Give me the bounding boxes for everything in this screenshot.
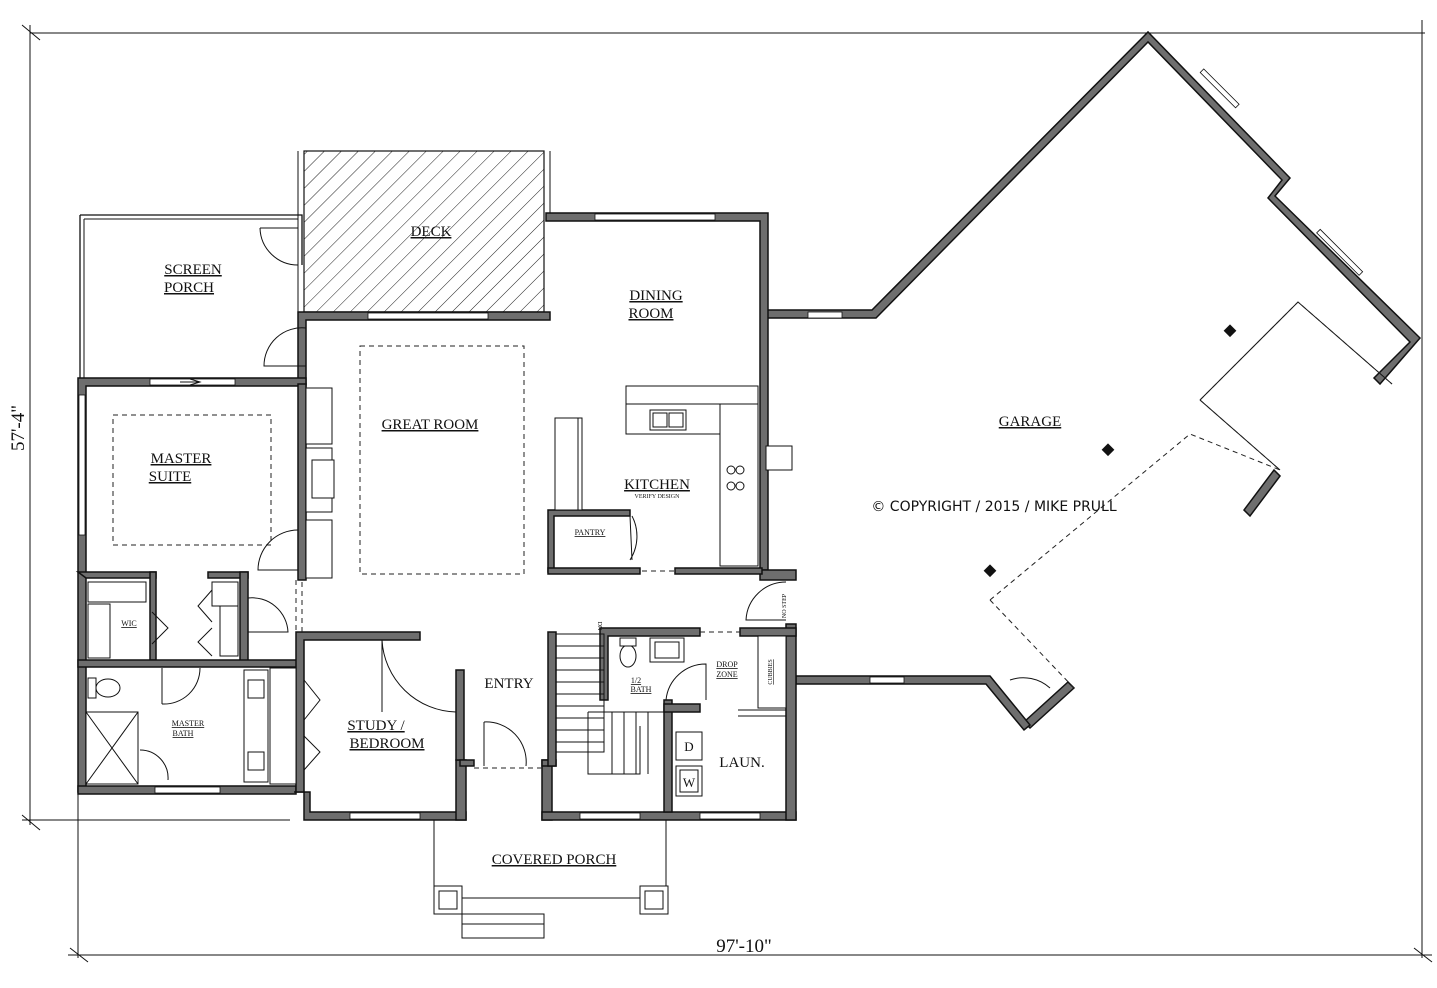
label-dining-1: DINING (629, 288, 682, 304)
label-no-step: NO STEP (782, 593, 788, 618)
label-screen-porch-1: SCREEN (164, 262, 222, 278)
label-covered-porch: COVERED PORCH (492, 852, 617, 868)
label-master-bath-1: MASTER (172, 719, 205, 728)
master-suite-fixtures (85, 378, 321, 785)
label-drop-zone-2: ZONE (716, 670, 737, 679)
label-half-bath-1: 1/2 (631, 676, 641, 685)
label-wic: WIC (121, 619, 137, 628)
label-deck: DECK (411, 224, 452, 240)
label-dining-2: ROOM (628, 306, 673, 322)
label-garage: GARAGE (999, 414, 1062, 430)
label-pantry: PANTRY (575, 528, 606, 537)
interior-walls (75, 383, 797, 813)
dimension-lines (21, 20, 1433, 963)
label-kitchen: KITCHEN (624, 477, 690, 493)
garage-walls (763, 30, 1422, 732)
service-fixtures (619, 581, 787, 797)
label-kitchen-note: VERIFY DESIGN (635, 494, 681, 500)
label-master-1: MASTER (151, 451, 212, 467)
label-laundry: LAUN. (719, 755, 764, 771)
label-drop-zone-1: DROP (716, 660, 738, 669)
screen-porch (79, 214, 303, 380)
stairs (555, 633, 665, 775)
deck (297, 150, 551, 313)
room-labels: SCREEN PORCH DECK DINING ROOM GREAT ROOM… (121, 224, 1061, 868)
covered-porch (433, 820, 669, 939)
copyright-notice: © COPYRIGHT / 2015 / MIKE PRULL (871, 499, 1116, 515)
label-screen-porch-2: PORCH (164, 280, 214, 296)
label-entry: ENTRY (484, 676, 533, 692)
label-dryer: D (684, 739, 693, 754)
great-room-fixtures (263, 327, 525, 632)
label-study-1: STUDY / (347, 718, 405, 734)
kitchen-fixtures (554, 385, 793, 572)
label-great-room: GREAT ROOM (382, 417, 479, 433)
label-half-bath-2: BATH (631, 685, 652, 694)
label-master-2: SUITE (149, 469, 192, 485)
label-study-2: BEDROOM (349, 736, 424, 752)
label-cubbies: CUBBIES (768, 659, 774, 684)
dimension-depth: 57'-4" (8, 405, 29, 451)
label-stair-dn: DN (596, 622, 602, 631)
dimension-width: 97'-10" (716, 936, 772, 957)
label-washer: W (683, 775, 696, 790)
label-master-bath-2: BATH (173, 729, 194, 738)
study-entry-fixtures (381, 639, 542, 769)
